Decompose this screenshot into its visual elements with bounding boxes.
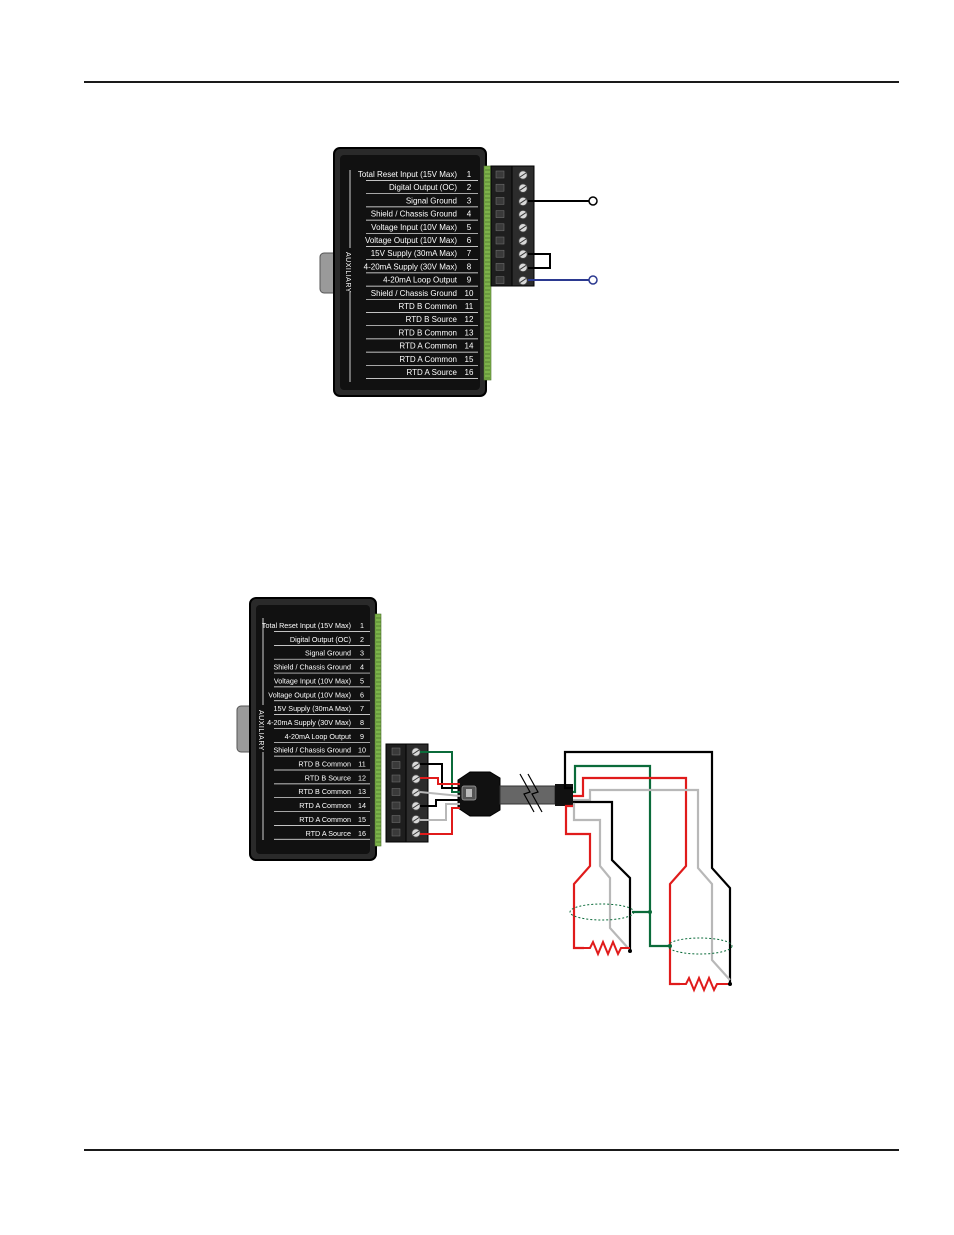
terminal-row: RTD A Common 15 (366, 355, 478, 366)
terminal-label: Voltage Output (10V Max) (365, 236, 457, 245)
terminal-label: 4-20mA Supply (30V Max) (364, 262, 458, 271)
terminal-row: RTD A Source 16 (366, 368, 478, 379)
jumper-wire (528, 253, 551, 269)
terminal-slot (495, 183, 505, 192)
terminal-row: Shield / Chassis Ground 10 (366, 289, 478, 300)
terminal-row: Voltage Input (10V Max) 5 (366, 223, 478, 234)
terminal-number: 14 (465, 342, 474, 351)
terminal-label: Voltage Input (10V Max) (371, 223, 457, 232)
header-rule (84, 81, 899, 83)
terminal-number: 10 (465, 289, 474, 298)
terminal-number: 4 (467, 210, 472, 219)
terminal-label: Signal Ground (406, 196, 457, 205)
terminal-slot (495, 236, 505, 245)
terminal-number: 16 (465, 368, 474, 377)
terminal-label: RTD B Source (406, 315, 458, 324)
terminal-label: Total Reset Input (15V Max) (358, 170, 457, 179)
terminal-slot (495, 276, 505, 284)
terminal-row: RTD B Common 11 (366, 302, 478, 313)
terminal-row: Total Reset Input (15V Max) 1 (358, 170, 478, 181)
terminal-label: Shield / Chassis Ground (371, 210, 457, 219)
terminal-number: 8 (467, 262, 472, 271)
terminal-number: 6 (467, 236, 472, 245)
terminal-label: 15V Supply (30mA Max) (371, 249, 458, 258)
terminal-slot (495, 210, 505, 218)
terminal-label: RTD A Common (399, 355, 457, 364)
terminal-number: 1 (467, 170, 472, 179)
terminal-row: RTD A Common 14 (366, 342, 478, 353)
terminal-label: RTD A Source (406, 368, 457, 377)
terminal-label: RTD B Common (398, 328, 457, 337)
terminal-row: Voltage Output (10V Max) 6 (365, 236, 478, 247)
terminal-label: RTD A Common (399, 342, 457, 351)
terminal-number: 2 (467, 183, 472, 192)
footer-rule (84, 1149, 899, 1151)
terminal-row: Signal Ground 3 (366, 196, 478, 208)
terminal-label: 4-20mA Loop Output (383, 276, 458, 285)
terminal-number: 9 (467, 276, 472, 285)
module-label: AUXILIARY (344, 252, 351, 293)
terminal-row: 4-20mA Supply (30V Max) 8 (364, 262, 478, 274)
terminal-row: 15V Supply (30mA Max) 7 (366, 249, 478, 261)
terminal-label: Shield / Chassis Ground (371, 289, 457, 298)
terminal-number: 11 (465, 302, 474, 311)
terminal-row: Shield / Chassis Ground 4 (366, 210, 478, 221)
terminal-number: 7 (467, 249, 472, 258)
terminal-slot (495, 197, 505, 205)
terminal-row: RTD B Source 12 (366, 315, 478, 327)
signal-terminal-point (588, 196, 598, 206)
terminal-label: RTD B Common (398, 302, 457, 311)
terminal-number: 15 (465, 355, 474, 364)
terminal-label: Digital Output (OC) (389, 183, 457, 192)
terminal-row: RTD B Common 13 (366, 328, 478, 340)
loop-terminal-point (588, 275, 598, 285)
terminal-number: 5 (467, 223, 472, 232)
terminal-number: 3 (467, 196, 472, 205)
terminal-slot (495, 170, 505, 179)
terminal-slot (495, 223, 505, 232)
terminal-row: 4-20mA Loop Output 9 (366, 276, 478, 287)
terminal-row: Digital Output (OC) 2 (366, 183, 478, 195)
terminal-slot (495, 263, 505, 271)
terminal-slot (495, 249, 505, 258)
terminal-number: 12 (465, 315, 474, 324)
terminal-number: 13 (465, 328, 474, 337)
